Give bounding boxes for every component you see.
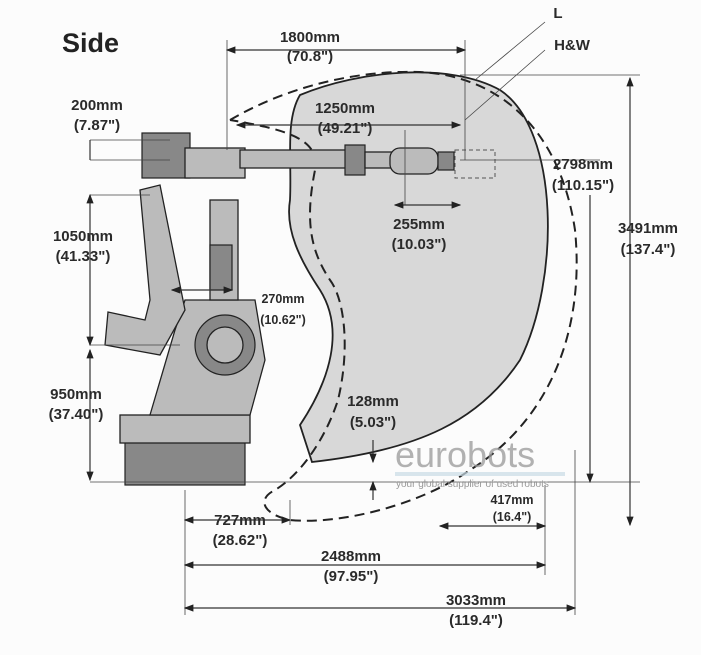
dim-1050-mm: 1050mm <box>53 228 113 245</box>
dim-950-in: (37.40") <box>49 406 104 423</box>
dim-200-mm: 200mm <box>71 97 123 114</box>
legend-l: L <box>553 5 562 22</box>
dim-417-mm: 417mm <box>490 493 533 507</box>
watermark-brand: eurobots <box>395 434 535 475</box>
dim-1250-in: (49.21") <box>318 120 373 137</box>
dim-2488-mm: 2488mm <box>321 548 381 565</box>
dim-255-mm: 255mm <box>393 216 445 233</box>
dim-2798-mm: 2798mm <box>553 156 613 173</box>
dim-3033-in: (119.4") <box>449 612 503 629</box>
robot-illustration <box>104 132 496 486</box>
dim-727-in: (28.62") <box>213 532 268 549</box>
dim-1250-mm: 1250mm <box>315 100 375 117</box>
dim-3491-mm: 3491mm <box>618 220 678 237</box>
dim-270-in: (10.62") <box>260 313 306 327</box>
watermark-tagline: your global supplier of used robots <box>396 479 549 490</box>
dim-2798-in: (110.15") <box>552 177 614 194</box>
dim-3491-in: (137.4") <box>621 241 676 258</box>
dim-950-mm: 950mm <box>50 386 102 403</box>
dim-200-in: (7.87") <box>74 117 120 134</box>
dim-1800-in: (70.8") <box>287 48 333 65</box>
dim-255-in: (10.03") <box>392 236 447 253</box>
dim-727-mm: 727mm <box>214 512 266 529</box>
legend-hw: H&W <box>554 37 591 54</box>
dim-3033-mm: 3033mm <box>446 592 506 609</box>
dim-270-mm: 270mm <box>261 292 304 306</box>
dim-128-mm: 128mm <box>347 393 399 410</box>
dim-2488-in: (97.95") <box>324 568 379 585</box>
max-envelope-dashed <box>229 70 578 522</box>
dim-1800-mm: 1800mm <box>280 29 340 46</box>
dimension-lines <box>86 21 640 615</box>
dim-128-in: (5.03") <box>350 414 396 431</box>
dim-417-in: (16.4") <box>493 510 532 524</box>
dim-1050-in: (41.33") <box>56 248 111 265</box>
view-title: Side <box>62 28 119 58</box>
